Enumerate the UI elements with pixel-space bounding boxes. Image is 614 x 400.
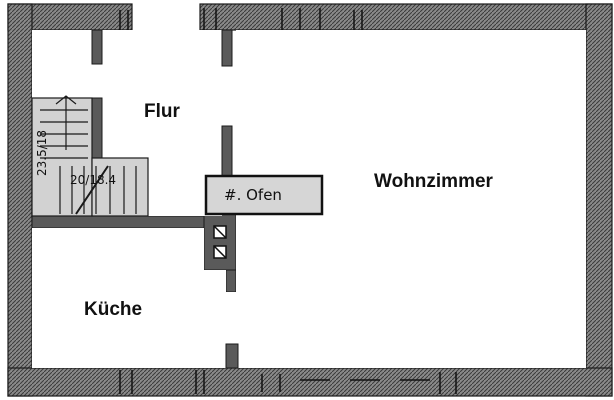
floor-flur-top	[32, 30, 92, 98]
stair-lower	[91, 157, 149, 217]
floor-kueche	[32, 228, 204, 368]
stair-step-note: 20/18.4	[70, 173, 116, 187]
staircase	[31, 95, 149, 217]
outer-walls	[7, 3, 613, 397]
floor-kueche-extra2	[204, 292, 236, 344]
room-label-kueche: Küche	[84, 299, 142, 320]
oven-label: #. Ofen	[224, 186, 282, 204]
wall-kitchen-living	[203, 213, 237, 271]
wall-kitchen-top	[31, 215, 205, 229]
chimney	[213, 225, 227, 259]
stair-block	[31, 97, 93, 217]
wall-kitchen-living-lower	[225, 269, 237, 293]
wall-top-right	[199, 3, 613, 31]
wall-left	[7, 3, 33, 397]
wall-marks	[119, 8, 457, 394]
wall-right	[585, 3, 613, 397]
wall-bottom	[7, 367, 613, 397]
stair-height-note: 23.5/18	[35, 130, 49, 176]
room-label-flur: Flur	[144, 101, 180, 122]
room-label-wohnzimmer: Wohnzimmer	[374, 171, 494, 192]
oven: #. Ofen	[204, 174, 324, 216]
oven-box	[204, 174, 324, 216]
